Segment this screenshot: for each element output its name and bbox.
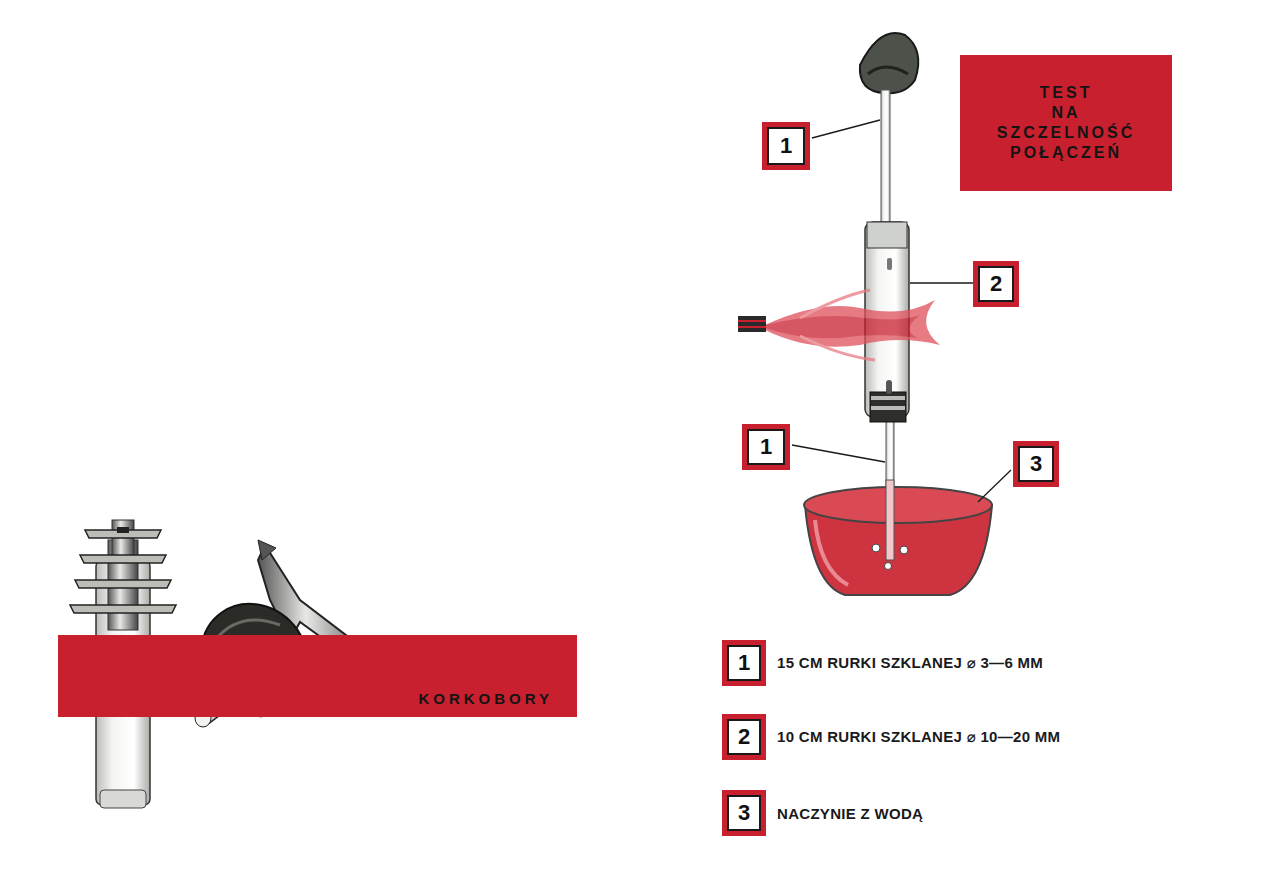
illustration-part [738,320,766,322]
number-label: 1 [760,434,772,460]
number-label: 2 [990,271,1002,297]
illustration-part [860,33,918,93]
illustration-part [765,300,940,347]
illustration-part [886,380,892,394]
illustration-part [886,480,894,560]
number-label: 2 [738,724,750,750]
illustration-part [887,258,892,270]
illustration-part [792,445,885,462]
illustration-part [738,326,766,328]
illustration-part [871,396,905,400]
water-dish [804,480,992,595]
number-label: 3 [738,800,750,826]
number-label: 1 [780,133,792,159]
illustration-part [900,546,908,554]
borer-handle [70,605,176,613]
illustration-part [117,527,129,533]
illustration-part [885,563,892,570]
legend-text: 10 CM RURKI SZKLANEJ ⌀ 10—20 MM [777,728,1060,746]
flame [765,290,940,360]
illustration-part [886,405,894,570]
burner-nozzle [738,316,766,332]
illustration-part [868,67,908,74]
rubber-bulb [860,33,918,93]
callout-number: 2 [973,261,1019,307]
title-band: KORKOBORY [58,635,577,717]
illustration-part [867,222,907,248]
legend-text: NACZYNIE Z WODĄ [777,805,923,822]
illustration-part [258,540,276,560]
title: TEST NA SZCZELNOŚĆ POŁĄCZEŃ [966,83,1166,163]
illustration-part [804,487,992,523]
illustration-part [812,120,880,138]
borer-handle [75,580,171,588]
illustration-part [872,544,880,552]
illustration-part [800,336,875,360]
legend-number-box: 3NACZYNIE Z WODĄ [722,790,766,836]
illustration-part [800,290,870,318]
illustration-part [738,316,766,332]
illustration-part [112,520,134,560]
illustration-part [765,315,920,338]
illustration-part [978,470,1011,502]
legend-number-box: 115 CM RURKI SZKLANEJ ⌀ 3—6 MM [722,640,766,686]
legend-text: 15 CM RURKI SZKLANEJ ⌀ 3—6 MM [777,654,1043,672]
illustration-part [910,282,973,283]
illustration-part [100,790,146,808]
borer-handle [80,555,166,563]
band-label: KORKOBORY [418,690,553,707]
illustration-part [815,520,848,585]
callout-number: 1 [762,122,810,170]
illustration-part [871,406,905,410]
legend-number-box: 210 CM RURKI SZKLANEJ ⌀ 10—20 MM [722,714,766,760]
callout-number: 3 [1013,441,1059,487]
number-label: 3 [1030,451,1042,477]
title-panel: TEST NA SZCZELNOŚĆ POŁĄCZEŃ [960,55,1172,191]
illustration-part [870,392,906,422]
illustration-part [70,530,176,613]
callout-number: 1 [742,424,790,470]
number-label: 1 [738,650,750,676]
illustration-part [881,90,890,230]
